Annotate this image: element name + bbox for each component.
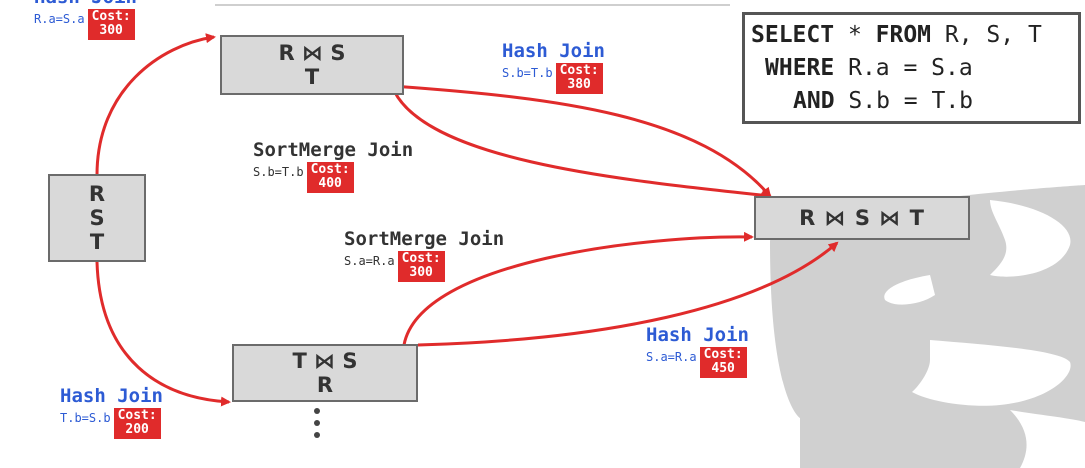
join-type: Hash Join <box>34 0 137 8</box>
sql-text: R, S, T <box>931 22 1042 48</box>
edge-rs-t-sortmerge <box>390 85 772 201</box>
cost-label: Cost: <box>91 9 131 24</box>
cost-value: 400 <box>318 176 342 191</box>
sql-line-3: AND S.b = T.b <box>751 85 1078 118</box>
join-condition: S.b=T.b <box>502 66 553 80</box>
edge-rst-to-ts-r <box>95 261 231 407</box>
edge-label-hash-sa-bottom: Hash Join S.a=R.a Cost: 450 <box>646 324 749 378</box>
cost-value: 200 <box>125 422 149 437</box>
cost-value: 380 <box>567 77 591 92</box>
join-type: SortMerge Join <box>253 139 414 161</box>
node-rst-line1: R <box>88 182 106 206</box>
edge-rs-t-hash <box>391 84 772 198</box>
cost-label: Cost: <box>117 408 157 423</box>
edge-label-sortmerge-sa: SortMerge Join S.a=R.a Cost: 300 <box>344 228 504 282</box>
edge-label-hash-st-top: Hash Join S.b=T.b Cost: 380 <box>502 40 605 94</box>
cost-badge: Cost: 300 <box>397 251 445 282</box>
cost-label: Cost: <box>310 162 350 177</box>
sql-line-1: SELECT * FROM R, S, T <box>751 19 1078 52</box>
join-condition: S.a=R.a <box>646 350 697 364</box>
sql-keyword: FROM <box>875 22 932 48</box>
node-rst-join: R ⋈ S ⋈ T <box>754 196 970 240</box>
edge-rst-to-rs-t <box>95 33 216 176</box>
join-type: Hash Join <box>60 385 163 407</box>
sql-text: R.a = S.a <box>834 55 973 81</box>
sql-keyword: WHERE <box>765 55 835 81</box>
sql-keyword: SELECT <box>751 22 835 48</box>
node-rs-t: R ⋈ S T <box>220 35 404 95</box>
sql-line-2: WHERE R.a = S.a <box>751 52 1078 85</box>
database-icon <box>770 185 1085 468</box>
node-rst-line2: S <box>89 206 105 230</box>
cost-value: 300 <box>409 265 433 280</box>
join-type: Hash Join <box>646 324 749 346</box>
node-rst-line3: T <box>89 230 105 254</box>
edge-label-hash-tb: Hash Join T.b=S.b Cost: 200 <box>60 385 163 439</box>
cost-value: 450 <box>711 361 735 376</box>
edge-ts-r-hash <box>417 241 839 347</box>
cost-label: Cost: <box>703 347 743 362</box>
node-rs-t-line2: T <box>304 65 320 89</box>
cost-badge: Cost: 380 <box>555 63 603 94</box>
sql-query-box: SELECT * FROM R, S, T WHERE R.a = S.a AN… <box>742 12 1081 124</box>
join-condition: R.a=S.a <box>34 12 85 26</box>
node-ts-r: T ⋈ S R <box>232 344 418 402</box>
top-divider <box>215 4 730 6</box>
edge-label-sortmerge-st: SortMerge Join S.b=T.b Cost: 400 <box>253 139 413 193</box>
node-ts-r-line1: T ⋈ S <box>292 349 358 373</box>
cost-badge: Cost: 300 <box>87 9 135 40</box>
cost-value: 300 <box>99 23 123 38</box>
sql-text: * <box>834 22 876 48</box>
cost-badge: Cost: 450 <box>699 347 747 378</box>
cost-badge: Cost: 200 <box>113 408 161 439</box>
node-rs-t-line1: R ⋈ S <box>278 41 346 65</box>
cost-badge: Cost: 400 <box>306 162 354 193</box>
ellipsis-icon <box>314 408 320 444</box>
node-ts-r-line2: R <box>316 373 334 397</box>
join-condition: S.a=R.a <box>344 254 395 268</box>
edge-paths <box>95 33 839 407</box>
sql-keyword: AND <box>793 88 835 114</box>
join-condition: T.b=S.b <box>60 411 111 425</box>
edge-ts-r-sortmerge <box>402 231 754 346</box>
sql-text: S.b = T.b <box>834 88 974 114</box>
node-rst-join-label: R ⋈ S ⋈ T <box>799 206 925 230</box>
join-type: Hash Join <box>502 40 605 62</box>
node-rst: R S T <box>48 174 146 262</box>
cost-label: Cost: <box>559 63 599 78</box>
edge-label-hash-rs: Hash Join R.a=S.a Cost: 300 <box>34 0 137 40</box>
join-type: SortMerge Join <box>344 228 505 250</box>
join-condition: S.b=T.b <box>253 165 304 179</box>
cost-label: Cost: <box>401 251 441 266</box>
